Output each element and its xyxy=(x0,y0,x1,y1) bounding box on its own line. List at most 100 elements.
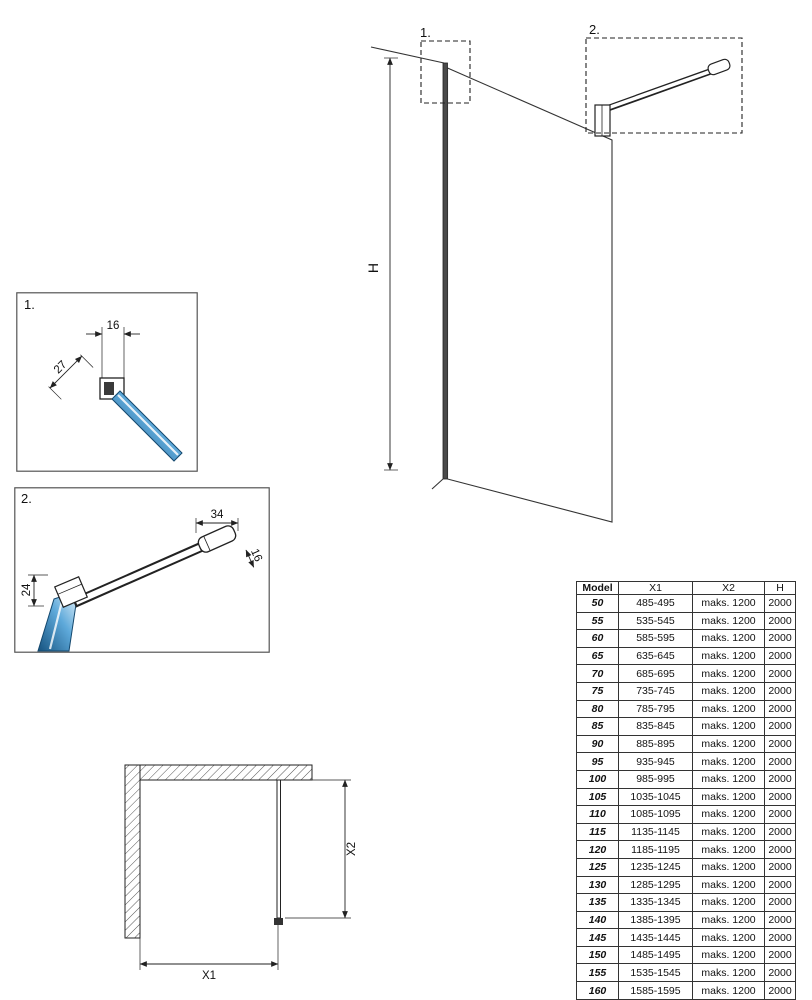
table-row: 130 1285-1295 maks. 1200 2000 xyxy=(576,875,796,895)
table-row: 115 1135-1145 maks. 1200 2000 xyxy=(576,822,796,842)
table-row: 155 1535-1545 maks. 1200 2000 xyxy=(576,963,796,983)
detail-1-label: 1. xyxy=(24,297,35,312)
wall-profile xyxy=(442,62,448,480)
side-wall xyxy=(124,764,141,939)
x2-cell: maks. 1200 xyxy=(692,963,765,983)
wall-mount-cap xyxy=(707,58,731,76)
x2-cell: maks. 1200 xyxy=(692,893,765,912)
h-cell: 2000 xyxy=(764,734,796,754)
model-cell: 85 xyxy=(576,717,619,736)
table-row: 110 1085-1095 maks. 1200 2000 xyxy=(576,805,796,824)
h-cell: 2000 xyxy=(764,594,796,613)
table-row: 150 1485-1495 maks. 1200 2000 xyxy=(576,945,796,965)
model-cell: 140 xyxy=(576,910,619,930)
header-x2: X2 xyxy=(692,581,765,595)
x1-cell: 1235-1245 xyxy=(618,857,693,877)
model-cell: 120 xyxy=(576,840,619,859)
model-cell: 160 xyxy=(576,981,619,1000)
table-row: 120 1185-1195 maks. 1200 2000 xyxy=(576,840,796,859)
header-h: H xyxy=(764,581,796,595)
table-row: 85 835-845 maks. 1200 2000 xyxy=(576,717,796,736)
model-cell: 110 xyxy=(576,805,619,824)
x2-cell: maks. 1200 xyxy=(692,840,765,859)
h-cell: 2000 xyxy=(764,805,796,824)
x1-cell: 935-945 xyxy=(618,752,693,771)
table-row: 160 1585-1595 maks. 1200 2000 xyxy=(576,981,796,1000)
detail-2-label: 2. xyxy=(21,491,32,506)
glass-bracket xyxy=(594,104,611,137)
x1-cell: 1135-1145 xyxy=(618,822,693,842)
x1-cell: 1485-1495 xyxy=(618,945,693,965)
glass-section xyxy=(111,390,183,462)
model-cell: 125 xyxy=(576,857,619,877)
table-row: 100 985-995 maks. 1200 2000 xyxy=(576,769,796,789)
h-cell: 2000 xyxy=(764,717,796,736)
x2-cell: maks. 1200 xyxy=(692,734,765,754)
main-elevation-drawing: H 1. 2. xyxy=(365,22,743,523)
x2-cell: maks. 1200 xyxy=(692,752,765,771)
model-cell: 65 xyxy=(576,646,619,666)
h-cell: 2000 xyxy=(764,611,796,631)
h-cell: 2000 xyxy=(764,981,796,1000)
detail-1-callout-box xyxy=(420,40,471,104)
x1-cell: 1535-1545 xyxy=(618,963,693,983)
detail-2-callout-box xyxy=(585,37,743,134)
x2-cell: maks. 1200 xyxy=(692,875,765,895)
extension-line xyxy=(80,354,94,368)
h-cell: 2000 xyxy=(764,945,796,965)
x1-cell: 985-995 xyxy=(618,769,693,789)
glass-end-cap xyxy=(274,918,283,925)
x1-cell: 585-595 xyxy=(618,629,693,648)
model-cell: 155 xyxy=(576,963,619,983)
table-row: 90 885-895 maks. 1200 2000 xyxy=(576,734,796,754)
size-table-body: 50 485-495 maks. 1200 2000 55 535-545 ma… xyxy=(576,594,796,1000)
h-cell: 2000 xyxy=(764,893,796,912)
bar-thickness-dim-group: 16 xyxy=(245,547,264,568)
model-cell: 70 xyxy=(576,664,619,683)
size-table-wrap: Model X1 X2 H 50 485-495 maks. 1200 2000… xyxy=(576,581,796,1000)
x1-cell: 1185-1195 xyxy=(618,840,693,859)
plan-view-drawing: X2 X1 xyxy=(124,764,358,982)
h-cell: 2000 xyxy=(764,664,796,683)
table-row: 145 1435-1445 maks. 1200 2000 xyxy=(576,928,796,947)
x1-cell: 1335-1345 xyxy=(618,893,693,912)
glass-highlight xyxy=(48,596,65,650)
height-dim-label: H xyxy=(365,263,381,273)
table-row: 70 685-695 maks. 1200 2000 xyxy=(576,664,796,683)
model-cell: 150 xyxy=(576,945,619,965)
model-cell: 95 xyxy=(576,752,619,771)
x2-cell: maks. 1200 xyxy=(692,629,765,648)
model-cell: 115 xyxy=(576,822,619,842)
x2-cell: maks. 1200 xyxy=(692,611,765,631)
x1-cell: 485-495 xyxy=(618,594,693,613)
profile-insert xyxy=(104,382,114,395)
x1-cell: 1285-1295 xyxy=(618,875,693,895)
glass-bracket xyxy=(53,576,89,608)
x2-cell: maks. 1200 xyxy=(692,769,765,789)
x2-cell: maks. 1200 xyxy=(692,787,765,807)
h-cell: 2000 xyxy=(764,875,796,895)
x2-cell: maks. 1200 xyxy=(692,857,765,877)
model-cell: 135 xyxy=(576,893,619,912)
table-row: 105 1035-1045 maks. 1200 2000 xyxy=(576,787,796,807)
support-bar xyxy=(604,67,718,111)
profile-width-dim: 16 xyxy=(107,320,120,332)
model-cell: 60 xyxy=(576,629,619,648)
detail-2-drawing: 2. 34 16 24 xyxy=(14,487,270,653)
back-wall xyxy=(139,764,313,781)
table-row: 140 1385-1395 maks. 1200 2000 xyxy=(576,910,796,930)
x1-cell: 735-745 xyxy=(618,681,693,701)
detail-1-marker: 1. xyxy=(420,25,431,40)
extension-line xyxy=(48,386,62,400)
x1-cell: 835-845 xyxy=(618,717,693,736)
h-cell: 2000 xyxy=(764,928,796,947)
detail-2-marker: 2. xyxy=(589,22,600,37)
x2-cell: maks. 1200 xyxy=(692,822,765,842)
x1-cell: 1385-1395 xyxy=(618,910,693,930)
model-cell: 55 xyxy=(576,611,619,631)
h-cell: 2000 xyxy=(764,699,796,719)
table-row: 125 1235-1245 maks. 1200 2000 xyxy=(576,857,796,877)
size-table: Model X1 X2 H 50 485-495 maks. 1200 2000… xyxy=(576,581,796,1000)
h-cell: 2000 xyxy=(764,646,796,666)
